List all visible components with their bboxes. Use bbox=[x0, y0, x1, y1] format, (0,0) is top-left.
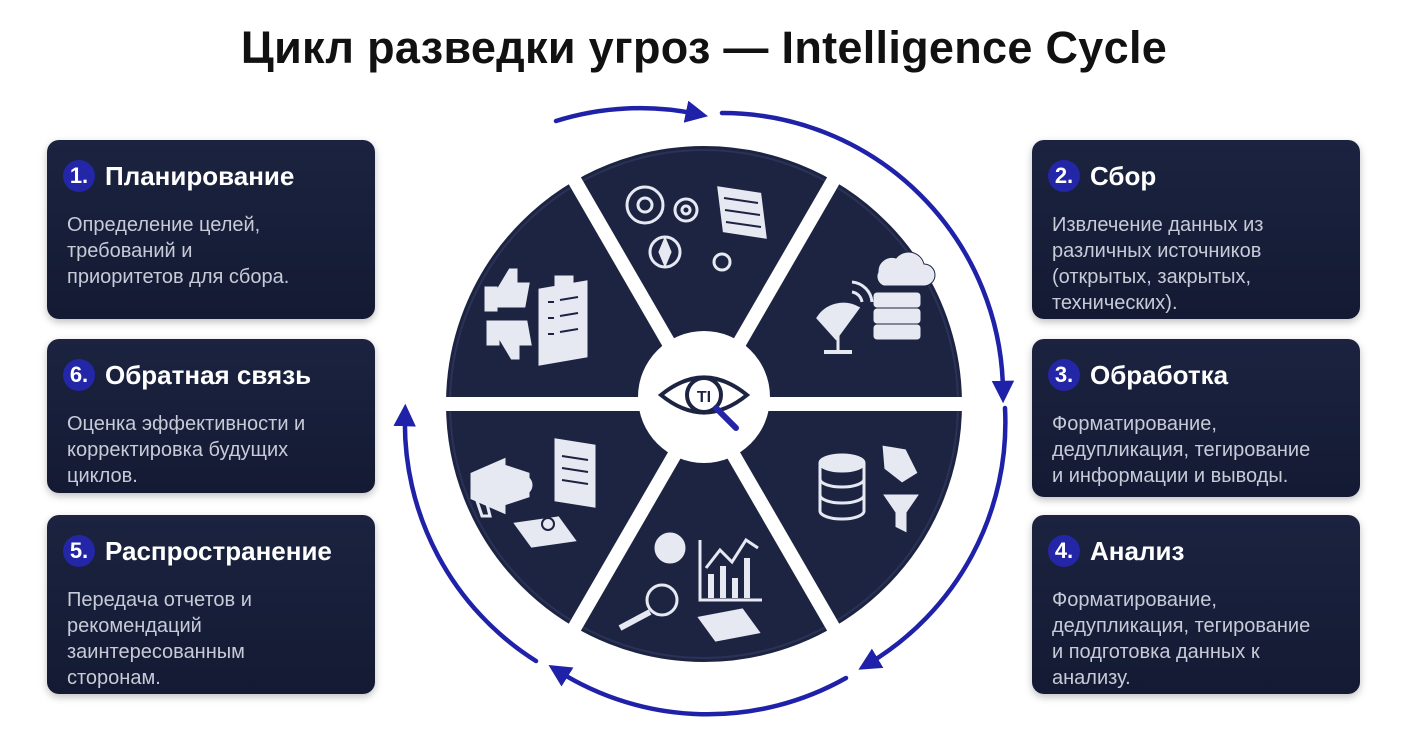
step-description-line: Форматирование, bbox=[1052, 413, 1217, 435]
step-description-line: требований и bbox=[67, 240, 193, 262]
step-description-line: сторонам. bbox=[67, 667, 161, 689]
step-description-line: Извлечение данных из bbox=[1052, 214, 1264, 236]
step-number-badge: 4. bbox=[1048, 535, 1080, 567]
cycle-arrows bbox=[393, 100, 1015, 717]
step-description: Извлечение данных из различных источнико… bbox=[1052, 212, 1352, 316]
thumbs-checklist-icon bbox=[484, 268, 588, 366]
step-card-processing: 3. Обработка Форматирование, дедупликация… bbox=[1032, 339, 1360, 497]
step-description-line: различных источников bbox=[1052, 240, 1262, 262]
step-card-feedback: 6. Обратная связь Оценка эффективности и … bbox=[47, 339, 375, 493]
step-description-line: заинтересованным bbox=[67, 641, 245, 663]
step-description: Форматирование, дедупликация, тегировани… bbox=[1052, 411, 1352, 489]
step-description-line: приоритетов для сбора. bbox=[67, 266, 290, 288]
cycle-arrow-right-top bbox=[719, 110, 1015, 404]
step-description-line: дедупликация, тегирование bbox=[1052, 615, 1311, 637]
step-description-line: Передача отчетов и bbox=[67, 589, 252, 611]
charts-magnifier-icon bbox=[618, 532, 762, 642]
step-description-line: корректировка будущих bbox=[67, 439, 289, 461]
page-title: Цикл разведки угроз — Intelligence Cycle bbox=[240, 22, 1168, 73]
cycle-arrow-left bbox=[393, 403, 539, 664]
step-card-dissemination: 5. Распространение Передача отчетов и рек… bbox=[47, 515, 375, 694]
step-description-line: дедупликация, тегирование bbox=[1052, 439, 1311, 461]
satellite-cloud-server-icon bbox=[816, 251, 936, 354]
database-tag-filter-icon bbox=[818, 444, 919, 533]
center-hub bbox=[638, 331, 770, 463]
step-number-badge: 1. bbox=[63, 160, 95, 192]
step-card-collection: 2. Сбор Извлечение данных из различных ис… bbox=[1032, 140, 1360, 319]
step-number-badge: 2. bbox=[1048, 160, 1080, 192]
step-description-line: и информации и выводы. bbox=[1052, 465, 1289, 487]
step-title: Обратная связь bbox=[105, 359, 312, 390]
step-description-line: анализу. bbox=[1052, 667, 1131, 689]
gears-compass-calendar-icon bbox=[625, 183, 770, 272]
step-number-badge: 3. bbox=[1048, 359, 1080, 391]
step-number-badge: 6. bbox=[63, 359, 95, 391]
step-title: Сбор bbox=[1090, 160, 1157, 191]
step-description-line: (открытых, закрытых, bbox=[1052, 266, 1252, 288]
step-card-analysis: 4. Анализ Форматирование, дедупликация, т… bbox=[1032, 515, 1360, 694]
cycle-arrow-right-bottom bbox=[858, 405, 1008, 670]
step-description-line: технических). bbox=[1052, 292, 1178, 314]
step-description-line: Оценка эффективности и bbox=[67, 413, 306, 435]
step-description-line: Определение целей, bbox=[67, 214, 261, 236]
step-description-line: рекомендаций bbox=[67, 615, 202, 637]
cycle-arrow-bottom bbox=[548, 665, 849, 717]
step-description: Оценка эффективности и корректировка буд… bbox=[67, 411, 367, 489]
center-label: TI bbox=[697, 389, 711, 406]
step-title: Планирование bbox=[105, 160, 295, 191]
step-description-line: Форматирование, bbox=[1052, 589, 1217, 611]
megaphone-document-mail-icon bbox=[470, 438, 596, 548]
step-description: Передача отчетов и рекомендаций заинтере… bbox=[67, 587, 367, 691]
step-number-badge: 5. bbox=[63, 535, 95, 567]
step-description-line: циклов. bbox=[67, 465, 138, 487]
step-description: Определение целей, требований и приорите… bbox=[67, 212, 367, 290]
step-title: Обработка bbox=[1090, 359, 1229, 390]
step-title: Распространение bbox=[105, 535, 332, 566]
step-description: Форматирование, дедупликация, тегировани… bbox=[1052, 587, 1352, 691]
cycle-arrow-top bbox=[553, 100, 709, 124]
step-card-planning: 1. Планирование Определение целей, требов… bbox=[47, 140, 375, 319]
step-title: Анализ bbox=[1090, 535, 1185, 566]
step-description-line: и подготовка данных к bbox=[1052, 641, 1260, 663]
